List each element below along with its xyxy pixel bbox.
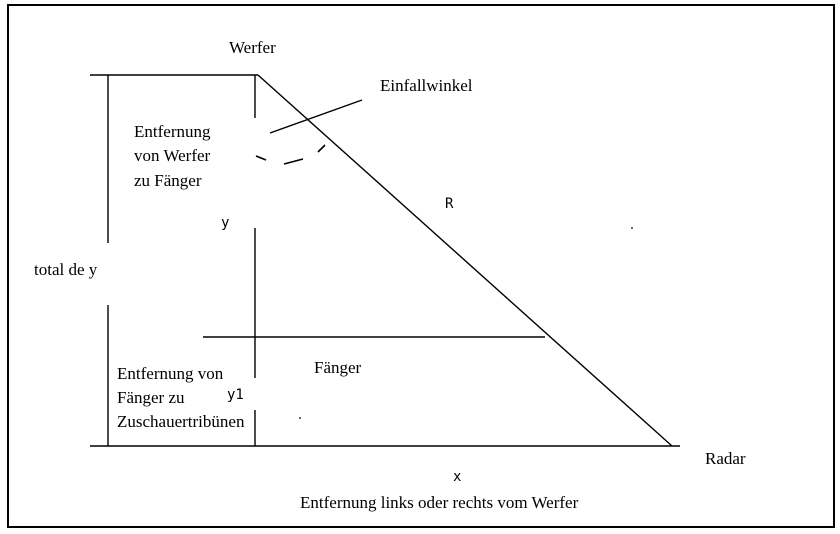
einfallwinkel-pointer [269,99,363,134]
dist-faenger-tribuene-label: Entfernung von Fänger zu Zuschauertribün… [117,364,245,431]
werfer-label: Werfer [229,38,276,57]
angle-arc [255,144,326,165]
faenger-label: Fänger [314,358,362,377]
einfallwinkel-label: Einfallwinkel [380,76,473,95]
dist-faenger-tribuene-line-3: Zuschauertribünen [117,412,245,431]
total-y-label: total de y [34,260,98,279]
dot-mark [631,227,633,229]
hypotenuse-line-r [257,74,673,447]
dist-werfer-faenger-line-2: von Werfer [134,146,211,165]
radar-label: Radar [705,449,746,468]
x-label: x [453,469,461,485]
y-label: y [221,215,229,231]
diagram-frame [7,4,835,528]
dist-faenger-tribuene-line-2: Fänger zu [117,388,185,407]
dist-x-label: Entfernung links oder rechts vom Werfer [300,493,579,512]
dist-faenger-tribuene-line-1: Entfernung von [117,364,224,383]
dist-werfer-faenger-label: Entfernung von Werfer zu Fänger [134,122,215,190]
dot-mark [299,417,301,419]
r-label: R [445,196,454,212]
y1-label: y1 [227,387,244,403]
dist-werfer-faenger-line-3: zu Fänger [134,171,202,190]
dist-werfer-faenger-line-1: Entfernung [134,122,211,141]
